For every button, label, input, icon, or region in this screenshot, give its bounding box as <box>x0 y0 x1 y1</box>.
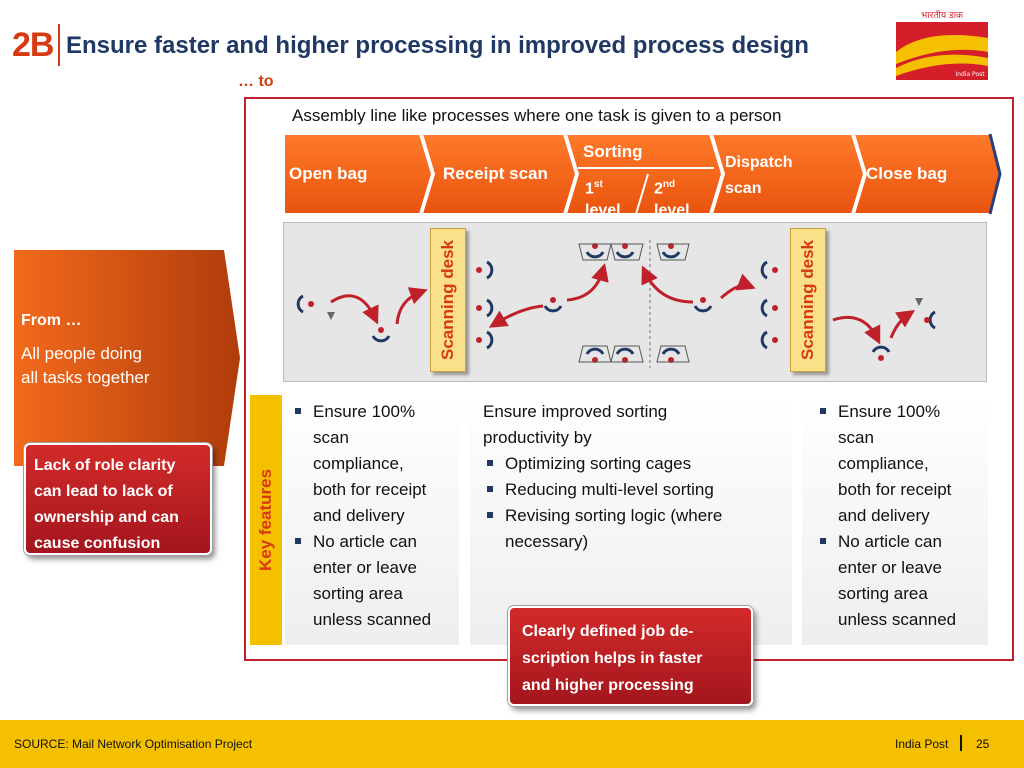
second-level-label: 2nd level <box>654 174 690 222</box>
flow-arrows <box>330 263 915 345</box>
right-b1-l5: and delivery <box>838 506 930 525</box>
role-line4: cause confusion <box>34 535 161 552</box>
step-dispatch-scan <box>710 133 866 215</box>
first-sup: st <box>593 179 603 190</box>
source-note: SOURCE: Mail Network Optimisation Projec… <box>14 737 253 751</box>
scanning-desk-right: Scanning desk <box>790 228 826 372</box>
sorting-label: Sorting <box>583 142 643 161</box>
key-features-middle-column <box>470 395 792 645</box>
left-b1-l1: Ensure 100% <box>313 402 416 421</box>
second-level: level <box>654 202 690 220</box>
from-line1: All people doing <box>21 344 142 363</box>
middle-bullet-2: Reducing multi-level sorting <box>483 477 789 503</box>
right-b1-l1: Ensure 100% <box>838 402 941 421</box>
left-b1-l5: and delivery <box>313 506 405 525</box>
india-post-logo: भारतीय डाक India Post <box>886 8 1000 88</box>
right-b2-l1: No article can <box>838 532 942 551</box>
chevron-shadow <box>988 133 1002 215</box>
right-b2-l2: enter or leave <box>838 558 942 577</box>
middle-b3-l2: necessary) <box>505 532 589 551</box>
process-flow <box>283 133 1002 215</box>
logo-text-english: India Post <box>955 71 985 78</box>
scanning-desk-left-label: Scanning desk <box>438 240 457 360</box>
close-bag-label: Close bag <box>866 164 948 183</box>
bag-icon-right <box>915 298 923 306</box>
role-clarity-callout: Lack of role clarity can lead to lack of… <box>24 443 212 555</box>
job-description-callout: Clearly defined job de- scription helps … <box>508 606 753 706</box>
key-features-left-column <box>285 395 459 645</box>
right-features-text: Ensure 100% scan compliance, both for re… <box>816 399 988 633</box>
right-b2-l4: unless scanned <box>838 610 957 629</box>
first-num: 1 <box>585 180 594 198</box>
assembly-line-text: Assembly line like processes where one t… <box>292 106 782 125</box>
dispatch-line2: scan <box>725 180 762 197</box>
middle-intro-l1: Ensure improved sorting <box>483 402 668 421</box>
page-number: 25 <box>976 737 990 751</box>
from-panel <box>14 250 240 466</box>
left-features-text: Ensure 100% scan compliance, both for re… <box>291 399 461 633</box>
left-b2-l3: sorting area <box>313 584 403 603</box>
job-line2: scription helps in faster <box>522 650 703 667</box>
middle-b3-l1: Revising sorting logic (where <box>505 506 723 525</box>
left-b1-l3: compliance, <box>313 454 404 473</box>
dispatch-line1: Dispatch <box>725 154 793 171</box>
left-bullet-1: Ensure 100% scan compliance, both for re… <box>291 399 461 529</box>
right-bullet-2: No article can enter or leave sorting ar… <box>816 529 988 633</box>
key-features-right-column <box>802 395 988 645</box>
right-b1-l2: scan <box>838 428 874 447</box>
bag-icon-left <box>327 312 335 320</box>
middle-intro-l2: productivity by <box>483 428 592 447</box>
sorting-cages <box>578 243 690 363</box>
footer-org: India Post <box>895 737 949 751</box>
middle-bullet-1: Optimizing sorting cages <box>483 451 789 477</box>
left-b2-l4: unless scanned <box>313 610 432 629</box>
process-diagram <box>283 222 987 382</box>
middle-bullet-3: Revising sorting logic (where necessary) <box>483 503 789 555</box>
first-level: level <box>585 202 621 220</box>
footer-bar <box>0 720 1024 768</box>
key-features-label: Key features <box>256 468 275 572</box>
person-icons <box>296 243 936 363</box>
right-bullet-1: Ensure 100% scan compliance, both for re… <box>816 399 988 529</box>
scanning-desk-left: Scanning desk <box>430 228 466 372</box>
right-b1-l4: both for receipt <box>838 480 952 499</box>
receipt-scan-label: Receipt scan <box>443 164 548 183</box>
scanning-desk-right-label: Scanning desk <box>798 240 817 360</box>
title-divider <box>58 24 60 66</box>
role-line2: can lead to lack of <box>34 483 173 500</box>
from-line2: all tasks together <box>21 368 150 387</box>
middle-features-text: Ensure improved sorting productivity by … <box>483 399 789 555</box>
left-b2-l2: enter or leave <box>313 558 417 577</box>
footer-separator <box>960 735 962 751</box>
left-b1-l4: both for receipt <box>313 480 427 499</box>
left-b2-l1: No article can <box>313 532 417 551</box>
second-num: 2 <box>654 180 663 198</box>
level-divider <box>635 173 649 215</box>
slide-id: 2B <box>12 26 54 64</box>
to-label: … to <box>238 73 274 90</box>
right-b1-l3: compliance, <box>838 454 929 473</box>
left-bullet-2: No article can enter or leave sorting ar… <box>291 529 461 633</box>
right-b2-l3: sorting area <box>838 584 928 603</box>
job-line1: Clearly defined job de- <box>522 623 694 640</box>
step-sorting <box>564 133 724 215</box>
first-level-label: 1st level <box>585 174 621 222</box>
logo-text-hindi: भारतीय डाक <box>921 9 964 21</box>
role-line3: ownership and can <box>34 509 179 526</box>
step-open-bag <box>283 133 434 215</box>
job-line3: and higher processing <box>522 677 694 694</box>
open-bag-label: Open bag <box>289 164 368 183</box>
role-line1: Lack of role clarity <box>34 457 176 474</box>
second-sup: nd <box>662 179 676 190</box>
left-b1-l2: scan <box>313 428 349 447</box>
key-features-bar: Key features <box>250 395 282 645</box>
page-title: Ensure faster and higher processing in i… <box>66 32 809 59</box>
dispatch-scan-label: Dispatch scan <box>725 150 793 202</box>
step-receipt-scan <box>420 133 578 215</box>
from-title: From … <box>21 312 82 329</box>
from-description: All people doing all tasks together <box>21 342 191 390</box>
diagram-people <box>296 240 936 368</box>
